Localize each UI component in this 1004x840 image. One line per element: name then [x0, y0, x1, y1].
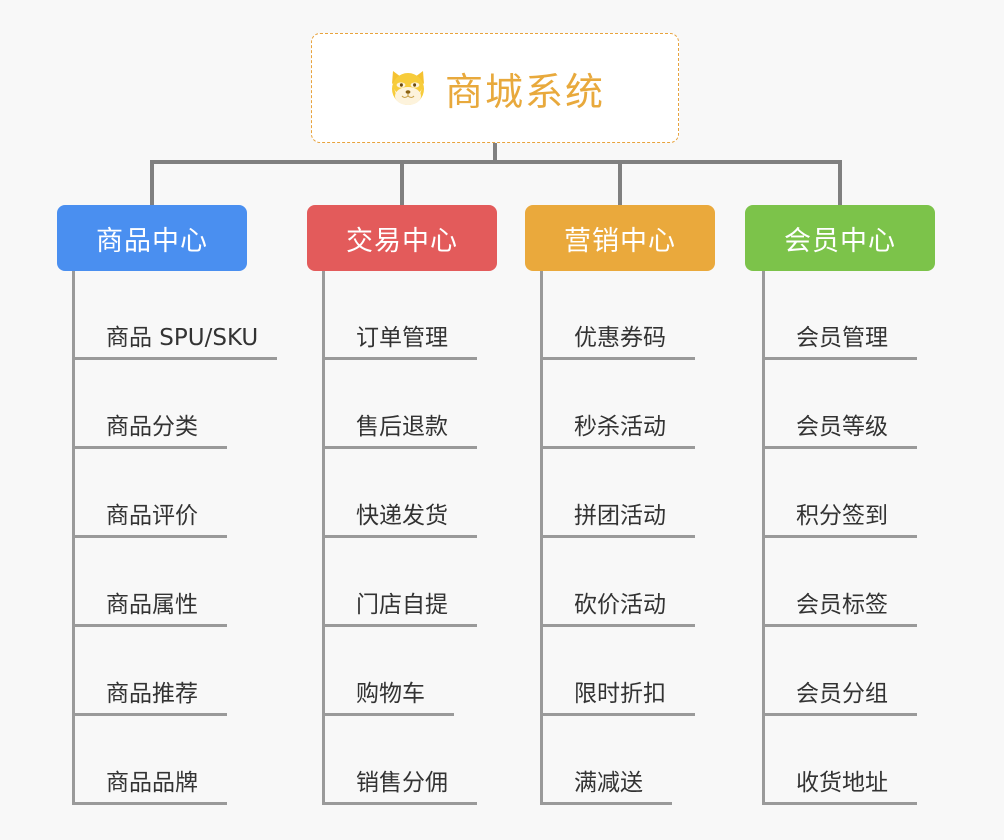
- leaf-node[interactable]: 会员等级: [762, 360, 917, 449]
- leaf-underline: [540, 446, 695, 449]
- category-box-3[interactable]: 营销中心: [525, 205, 715, 271]
- branch-spine: [72, 271, 75, 805]
- category-stem-4: [838, 160, 842, 205]
- branch-spine: [762, 271, 765, 805]
- leaf-label: 秒杀活动: [574, 414, 666, 440]
- leaf-node[interactable]: 订单管理: [322, 271, 477, 360]
- leaf-node[interactable]: 积分签到: [762, 449, 917, 538]
- leaf-node[interactable]: 商品品牌: [72, 716, 227, 805]
- leaf-label: 快递发货: [356, 503, 448, 529]
- leaf-underline: [762, 802, 917, 805]
- leaf-label: 会员标签: [796, 592, 888, 618]
- leaf-label: 订单管理: [356, 325, 448, 351]
- leaf-label: 会员分组: [796, 681, 888, 707]
- leaf-underline: [322, 535, 477, 538]
- category-box-4[interactable]: 会员中心: [745, 205, 935, 271]
- leaf-node[interactable]: 商品 SPU/SKU: [72, 271, 277, 360]
- leaf-node[interactable]: 商品分类: [72, 360, 227, 449]
- category-stem-1: [150, 160, 154, 205]
- leaf-underline: [540, 802, 672, 805]
- leaf-label: 商品 SPU/SKU: [106, 325, 259, 351]
- leaf-node[interactable]: 售后退款: [322, 360, 477, 449]
- leaf-underline: [762, 624, 917, 627]
- leaf-node[interactable]: 购物车: [322, 627, 454, 716]
- leaf-underline: [72, 802, 227, 805]
- leaf-label: 砍价活动: [574, 592, 666, 618]
- branch-spine: [540, 271, 543, 805]
- root-connector-stem: [493, 143, 497, 163]
- leaf-underline: [762, 535, 917, 538]
- leaf-label: 商品品牌: [106, 770, 198, 796]
- category-label: 商品中心: [96, 225, 208, 257]
- leaf-label: 售后退款: [356, 414, 448, 440]
- category-label: 交易中心: [346, 225, 458, 257]
- category-label: 营销中心: [564, 225, 676, 257]
- root-node[interactable]: 商城系统: [311, 33, 679, 143]
- shiba-dog-face-icon: [385, 65, 431, 111]
- leaf-node[interactable]: 秒杀活动: [540, 360, 695, 449]
- leaf-underline: [762, 713, 917, 716]
- leaf-underline: [540, 357, 695, 360]
- category-box-2[interactable]: 交易中心: [307, 205, 497, 271]
- leaf-label: 会员管理: [796, 325, 888, 351]
- category-box-1[interactable]: 商品中心: [57, 205, 247, 271]
- category-stem-2: [400, 160, 404, 205]
- leaf-label: 商品推荐: [106, 681, 198, 707]
- leaf-underline: [322, 357, 477, 360]
- leaf-label: 商品分类: [106, 414, 198, 440]
- leaf-label: 购物车: [356, 681, 425, 707]
- leaf-underline: [72, 624, 227, 627]
- leaf-label: 满减送: [574, 770, 643, 796]
- leaf-underline: [322, 624, 477, 627]
- leaf-node[interactable]: 优惠券码: [540, 271, 695, 360]
- leaf-underline: [540, 713, 695, 716]
- leaf-node[interactable]: 快递发货: [322, 449, 477, 538]
- root-title: 商城系统: [444, 69, 605, 114]
- leaf-underline: [72, 535, 227, 538]
- leaf-node[interactable]: 会员标签: [762, 538, 917, 627]
- leaf-underline: [762, 446, 917, 449]
- category-connector-bus: [150, 160, 840, 164]
- leaf-node[interactable]: 商品评价: [72, 449, 227, 538]
- category-stem-3: [618, 160, 622, 205]
- leaf-underline: [762, 357, 917, 360]
- leaf-underline: [72, 713, 227, 716]
- leaf-node[interactable]: 拼团活动: [540, 449, 695, 538]
- leaf-node[interactable]: 满减送: [540, 716, 672, 805]
- leaf-label: 门店自提: [356, 592, 448, 618]
- leaf-label: 拼团活动: [574, 503, 666, 529]
- leaf-label: 商品属性: [106, 592, 198, 618]
- leaf-label: 优惠券码: [574, 325, 666, 351]
- leaf-node[interactable]: 商品推荐: [72, 627, 227, 716]
- leaf-underline: [322, 713, 454, 716]
- leaf-node[interactable]: 门店自提: [322, 538, 477, 627]
- leaf-underline: [322, 446, 477, 449]
- leaf-node[interactable]: 会员分组: [762, 627, 917, 716]
- leaf-label: 商品评价: [106, 503, 198, 529]
- leaf-label: 销售分佣: [356, 770, 448, 796]
- leaf-label: 收货地址: [796, 770, 888, 796]
- leaf-node[interactable]: 砍价活动: [540, 538, 695, 627]
- leaf-label: 会员等级: [796, 414, 888, 440]
- leaf-node[interactable]: 商品属性: [72, 538, 227, 627]
- leaf-underline: [72, 357, 277, 360]
- leaf-underline: [540, 535, 695, 538]
- leaf-underline: [540, 624, 695, 627]
- leaf-node[interactable]: 会员管理: [762, 271, 917, 360]
- leaf-label: 限时折扣: [574, 681, 666, 707]
- branch-spine: [322, 271, 325, 805]
- leaf-underline: [72, 446, 227, 449]
- leaf-underline: [322, 802, 477, 805]
- leaf-node[interactable]: 销售分佣: [322, 716, 477, 805]
- leaf-node[interactable]: 限时折扣: [540, 627, 695, 716]
- leaf-label: 积分签到: [796, 503, 888, 529]
- leaf-node[interactable]: 收货地址: [762, 716, 917, 805]
- category-label: 会员中心: [784, 225, 896, 257]
